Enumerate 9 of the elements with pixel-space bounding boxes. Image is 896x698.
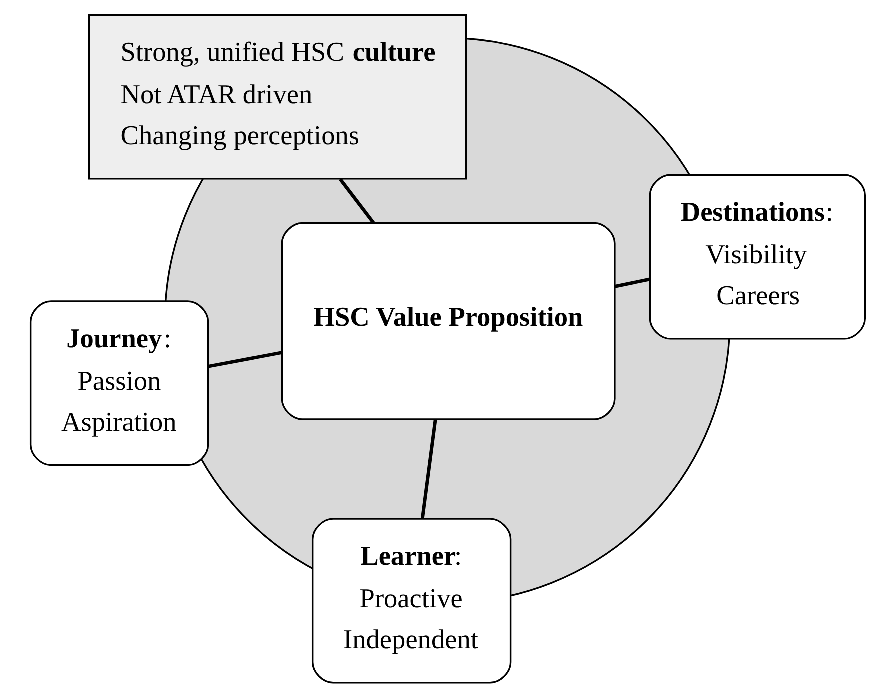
node-box: Destinations: Visibility Careers bbox=[649, 174, 866, 340]
node-box: Journey: Passion Aspiration bbox=[30, 300, 210, 466]
node-box: Learner: Proactive Independent bbox=[312, 518, 512, 684]
connector bbox=[208, 351, 282, 368]
connector bbox=[420, 420, 438, 519]
node-box: Strong, unified HSC culture Not ATAR driven Changing perceptions bbox=[88, 14, 468, 180]
connector bbox=[339, 178, 376, 224]
connector bbox=[614, 278, 650, 288]
node-box: HSC Value Proposition bbox=[281, 222, 616, 420]
